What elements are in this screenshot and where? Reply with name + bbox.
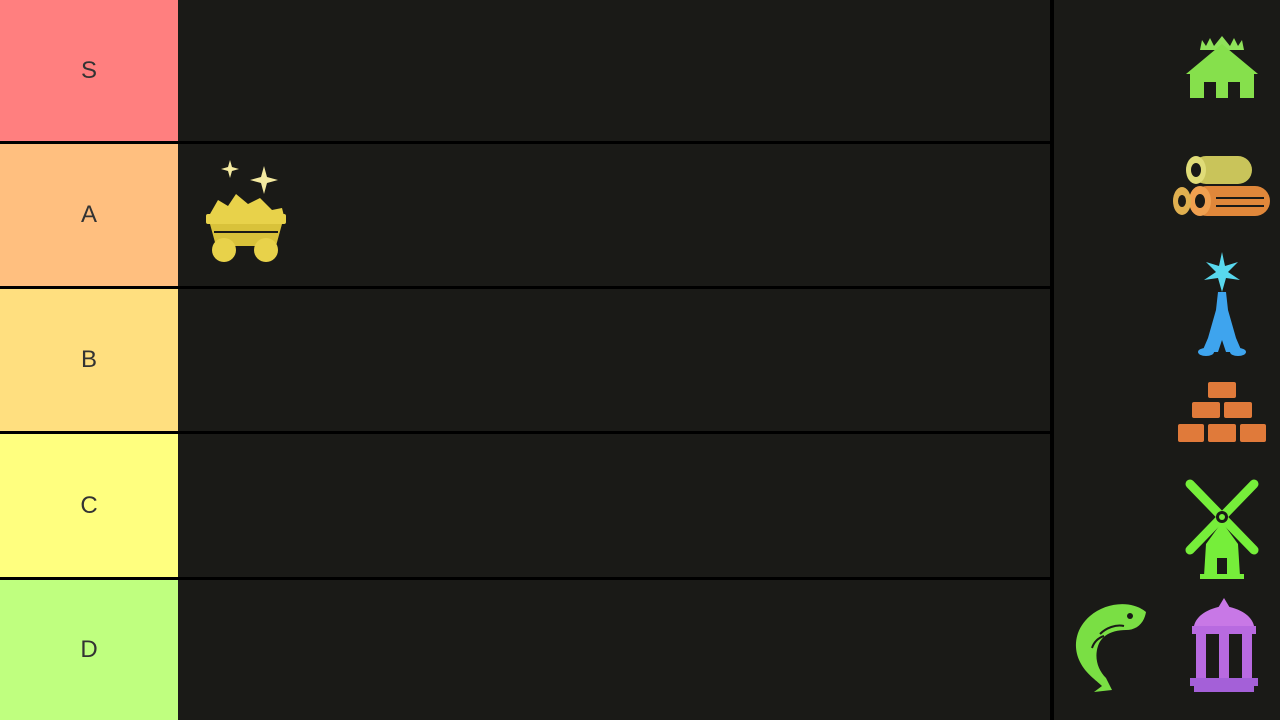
tier-label-d[interactable]: D xyxy=(0,580,178,720)
blue-spire-icon[interactable] xyxy=(1192,248,1252,358)
tier-label-text: S xyxy=(80,56,97,84)
tier-row-c: C xyxy=(0,434,1050,577)
tier-dropzone-s[interactable] xyxy=(178,0,1050,141)
purple-temple-icon[interactable] xyxy=(1188,596,1260,694)
tier-label-s[interactable]: S xyxy=(0,0,178,141)
tier-label-text: B xyxy=(80,346,97,373)
tier-row-d: D xyxy=(0,580,1050,720)
brick-stack-icon[interactable] xyxy=(1176,380,1268,446)
tier-dropzone-c[interactable] xyxy=(178,434,1050,577)
tier-label-a[interactable]: A xyxy=(0,144,178,286)
lumber-logs-icon[interactable] xyxy=(1172,148,1272,220)
row-divider xyxy=(0,431,1050,434)
row-divider xyxy=(0,577,1050,580)
tier-row-a: A xyxy=(0,144,1050,286)
pool-divider xyxy=(1050,0,1054,720)
unranked-item-pool[interactable] xyxy=(1054,0,1280,720)
windmill-icon[interactable] xyxy=(1182,478,1262,580)
tier-row-s: S xyxy=(0,0,1050,141)
gold-mine-cart-icon[interactable] xyxy=(200,158,292,268)
tier-label-text: A xyxy=(80,201,97,228)
tier-dropzone-a[interactable] xyxy=(178,144,1050,286)
tier-dropzone-b[interactable] xyxy=(178,289,1050,431)
tier-dropzone-d[interactable] xyxy=(178,580,1050,720)
row-divider xyxy=(0,286,1050,289)
tier-row-b: B xyxy=(0,289,1050,431)
row-divider xyxy=(0,141,1050,144)
tier-list-board: S A B C D xyxy=(0,0,1050,720)
green-hut-icon[interactable] xyxy=(1182,34,1262,102)
tier-label-text: C xyxy=(80,491,98,519)
fish-icon[interactable] xyxy=(1066,598,1152,694)
tier-label-b[interactable]: B xyxy=(0,289,178,431)
tier-label-c[interactable]: C xyxy=(0,434,178,577)
tier-label-text: D xyxy=(80,636,98,663)
